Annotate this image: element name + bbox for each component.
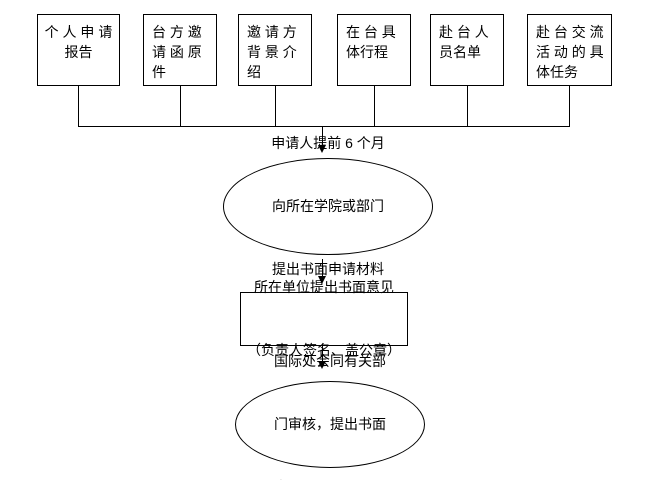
node-text-line: 门审核，提出书面 [274, 416, 386, 432]
node-text-block: 申请人提前 6 个月 向所在学院或部门 提出书面申请材料 [271, 91, 385, 322]
connector-drop-line-5 [467, 86, 468, 126]
arrow-line-1 [322, 126, 323, 146]
arrow-head-2 [318, 276, 326, 284]
box-text-line: 绍 [247, 64, 261, 80]
node-text-line: 申请人提前 6 个月 [271, 135, 385, 151]
box-text-line: 邀 请 方 [247, 24, 297, 40]
connector-drop-line-4 [374, 86, 375, 126]
connector-bus-line [78, 126, 570, 127]
process-ellipse-international-office-review: 国际处会同有关部 门审核，提出书面 意见 [235, 353, 425, 480]
doc-box-personnel-list: 赴 台 人 员名单 [430, 14, 504, 86]
doc-box-taiwan-invitation-letter: 台 方 邀 请 函 原 件 [143, 14, 217, 86]
box-text-line: 在 台 具 [346, 24, 396, 40]
connector-drop-line-2 [180, 86, 181, 126]
process-rect-unit-opinion: 所在单位提出书面意见 （负责人签名、盖公章） [240, 279, 408, 358]
box-text-line: 请 函 原 [152, 44, 202, 60]
box-text-line: 活 动 的 具 [536, 44, 604, 60]
arrow-head-3 [318, 361, 326, 369]
doc-box-inviter-background: 邀 请 方 背 景 介 绍 [238, 14, 312, 86]
arrow-line-3 [322, 346, 323, 362]
box-text-line: 背 景 介 [247, 44, 297, 60]
box-text-line: 员名单 [439, 44, 481, 60]
node-text-line: 所在单位提出书面意见 [254, 279, 394, 295]
arrow-line-2 [322, 259, 323, 277]
node-text-line: 提出书面申请材料 [271, 261, 384, 277]
process-ellipse-submit-application: 申请人提前 6 个月 向所在学院或部门 提出书面申请材料 [223, 135, 433, 277]
connector-drop-line-6 [569, 86, 570, 126]
arrow-head-1 [318, 145, 326, 153]
doc-box-itinerary-in-taiwan: 在 台 具 体行程 [337, 14, 411, 86]
node-text-line: 向所在学院或部门 [271, 198, 384, 214]
box-text-line: 赴 台 人 [439, 24, 489, 40]
node-text-line: （负责人签名、盖公章） [247, 342, 401, 358]
box-text-line: 赴 台 交 流 [536, 24, 604, 40]
connector-drop-line-3 [275, 86, 276, 126]
doc-box-personal-application-report: 个 人 申 请 报告 [37, 14, 120, 86]
box-text-line: 个 人 申 请 [44, 24, 113, 40]
box-text-line: 台 方 邀 [152, 24, 202, 40]
node-text-block: 所在单位提出书面意见 （负责人签名、盖公章） [247, 235, 401, 403]
box-text-line: 体行程 [346, 44, 388, 60]
node-text-block: 国际处会同有关部 门审核，提出书面 意见 [274, 309, 386, 480]
connector-drop-line-1 [78, 86, 79, 126]
doc-box-exchange-tasks: 赴 台 交 流 活 动 的 具 体任务 [527, 14, 612, 86]
box-text-line: 报告 [64, 44, 93, 60]
box-text-line: 体任务 [536, 64, 578, 80]
box-text-line: 件 [152, 64, 166, 80]
node-text-line: 国际处会同有关部 [274, 353, 386, 369]
